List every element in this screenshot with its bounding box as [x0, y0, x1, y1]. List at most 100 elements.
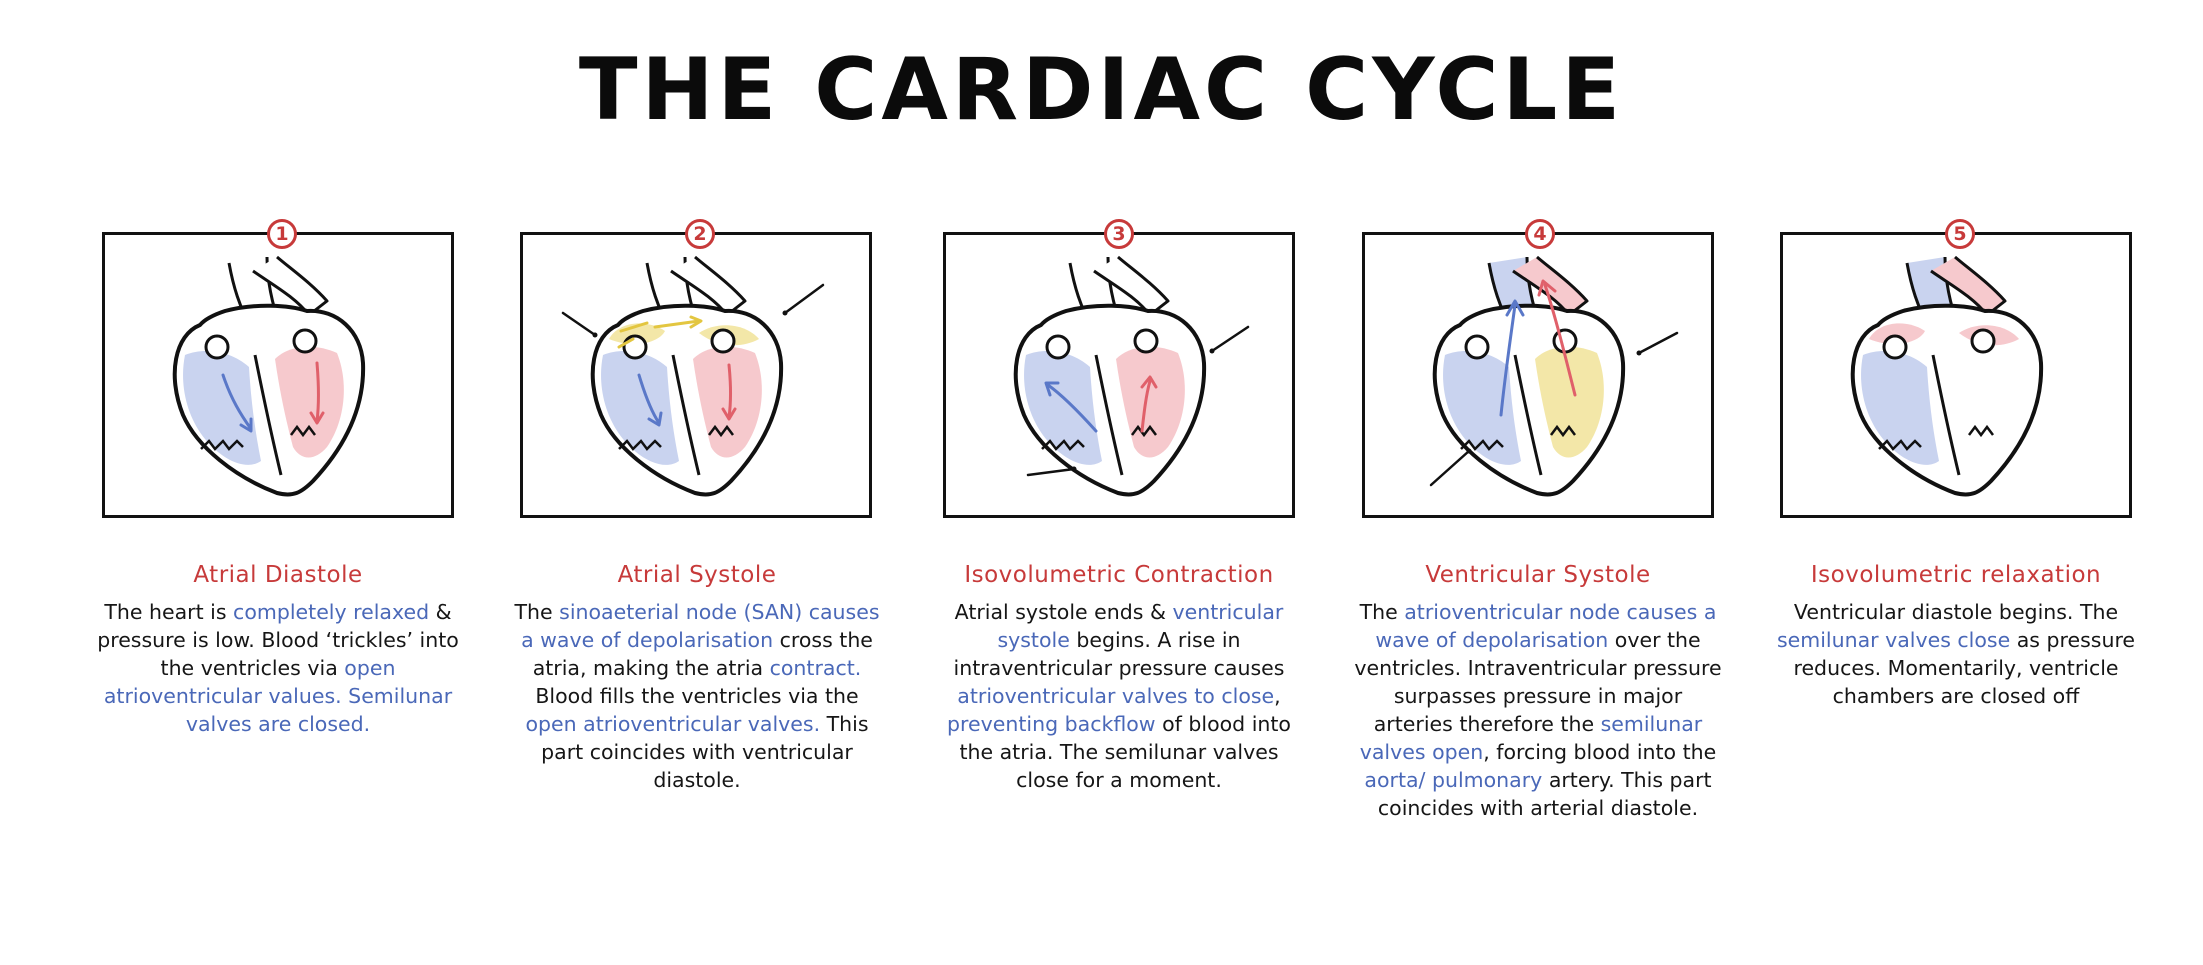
text-segment: Ventricular diastole begins. The	[1793, 600, 2119, 624]
pointer-tip	[782, 310, 788, 316]
trabeculae-line	[1968, 424, 1994, 438]
stage-5-number-badge: 5	[1945, 219, 1975, 249]
text-segment: , forcing blood into the	[1483, 740, 1717, 764]
stage-2-number-badge: 2	[685, 219, 715, 249]
blood-flow-arrow	[617, 319, 701, 349]
highlighted-term: completely relaxed	[233, 600, 430, 624]
left-chamber-fill	[1443, 351, 1521, 465]
blood-flow-arrow	[1499, 303, 1517, 417]
highlighted-term: sinoaeterial node (SAN) causes a wave of…	[521, 600, 880, 652]
text-segment: Atrial systole ends &	[954, 600, 1173, 624]
atrium-fill	[609, 323, 665, 345]
arrow-head	[1505, 299, 1525, 317]
blood-flow-arrow	[727, 363, 732, 419]
text-segment: artery. This part coincides with arteria…	[1377, 768, 1712, 820]
valve-ring	[710, 328, 736, 354]
highlighted-term: semilunar valves open	[1359, 712, 1703, 764]
trabeculae-line	[1460, 439, 1504, 451]
stage-3-text: Atrial systole ends & ventricular systol…	[934, 598, 1304, 794]
text-segment: & pressure is low. Blood ‘trickles’ into…	[97, 600, 459, 680]
septum-line	[253, 354, 283, 476]
trabeculae-line	[200, 439, 244, 451]
pointer-tip	[592, 332, 598, 338]
arrow-head	[309, 411, 325, 425]
stage-3-diagram-panel	[943, 232, 1295, 518]
stage-4-number-badge: 4	[1525, 219, 1555, 249]
valve-ring	[622, 334, 648, 360]
text-segment: as pressure reduces. Momentarily, ventri…	[1793, 628, 2136, 708]
stage-5-diagram-panel	[1780, 232, 2132, 518]
septum-line	[671, 354, 701, 476]
highlighted-term: preventing backflow	[947, 712, 1156, 736]
right-chamber-fill	[1535, 346, 1604, 458]
arrow-head	[1140, 375, 1158, 389]
trabeculae-line	[1878, 439, 1922, 451]
arrow-head	[1537, 279, 1557, 297]
valve-ring	[292, 328, 318, 354]
text-segment: of blood into the atria. The semilunar v…	[959, 712, 1291, 792]
atrium-fill	[1869, 323, 1925, 345]
highlighted-term: aorta/ pulmonary	[1364, 768, 1543, 792]
highlighted-term: open atrioventricular valves.	[525, 712, 821, 736]
blood-flow-arrow	[1543, 283, 1577, 397]
stage-1-description: Atrial Diastole The heart is completely …	[93, 562, 463, 738]
stage-5-name: Isovolumetric relaxation	[1810, 562, 2102, 588]
highlighted-term: atrioventricular node causes a wave of d…	[1375, 600, 1717, 652]
blood-flow-arrow	[315, 361, 320, 423]
stage-2-description: Atrial Systole The sinoaeterial node (SA…	[512, 562, 882, 794]
vessel-outline	[1093, 255, 1170, 317]
arrow-head	[1044, 381, 1060, 397]
valve-ring	[1045, 334, 1071, 360]
pointer-tip	[1636, 350, 1642, 356]
valve-ring	[1882, 334, 1908, 360]
stage-4-description: Ventricular Systole The atrioventricular…	[1353, 562, 1723, 822]
text-segment: ,	[1274, 684, 1281, 708]
pointer-arrow	[1210, 325, 1250, 353]
stage-3-number-badge: 3	[1104, 219, 1134, 249]
blood-flow-arrow	[1046, 383, 1098, 433]
trabeculae-line	[290, 424, 316, 438]
highlighted-term: open atrioventricular values. Semilunar …	[103, 656, 453, 736]
valve-ring	[1464, 334, 1490, 360]
text-segment: The	[1359, 600, 1405, 624]
pointer-arrow	[783, 283, 825, 315]
arrow-head	[239, 417, 253, 433]
text-segment: begins. A rise in intraventricular press…	[953, 628, 1285, 680]
pointer-tip	[1209, 348, 1215, 354]
page-title: THE CARDIAC CYCLE	[578, 40, 1625, 140]
heart-diagram-4	[1429, 255, 1679, 497]
trabeculae-line	[1550, 424, 1576, 438]
vessel-outline	[670, 255, 747, 317]
stage-2-diagram-panel	[520, 232, 872, 518]
highlighted-term: atrioventricular valves to close	[957, 684, 1275, 708]
pointer-arrow	[1429, 449, 1471, 487]
blood-flow-arrow	[637, 373, 661, 425]
vessel-outline	[1930, 255, 2007, 317]
stage-2-name: Atrial Systole	[617, 562, 777, 588]
stage-2-text: The sinoaeterial node (SAN) causes a wav…	[512, 598, 882, 794]
left-chamber-fill	[1024, 351, 1102, 465]
blood-flow-arrow	[221, 373, 253, 431]
valve-ring	[1970, 328, 1996, 354]
pointer-arrow	[561, 311, 597, 337]
valve-ring	[1133, 328, 1159, 354]
text-segment: Blood fills the ventricles via the	[535, 684, 859, 708]
septum-line	[1094, 354, 1124, 476]
trabeculae-line	[1131, 424, 1157, 438]
stage-1-name: Atrial Diastole	[193, 562, 363, 588]
arrow-head	[647, 411, 663, 427]
valve-ring	[204, 334, 230, 360]
left-chamber-fill	[183, 351, 261, 465]
valve-ring	[1552, 328, 1578, 354]
left-chamber-fill	[1861, 351, 1939, 465]
highlighted-term: ventricular systole	[997, 600, 1284, 652]
stage-3-description: Isovolumetric Contraction Atrial systole…	[934, 562, 1304, 794]
heart-diagram-1	[172, 255, 366, 497]
text-segment: over the ventricles. Intraventricular pr…	[1354, 628, 1722, 736]
pointer-tip	[1071, 466, 1077, 472]
text-segment: The	[514, 600, 560, 624]
blood-flow-arrow	[1140, 379, 1152, 433]
vessel-outline	[252, 255, 329, 317]
trabeculae-line	[708, 424, 734, 438]
pointer-arrow	[1026, 467, 1076, 477]
